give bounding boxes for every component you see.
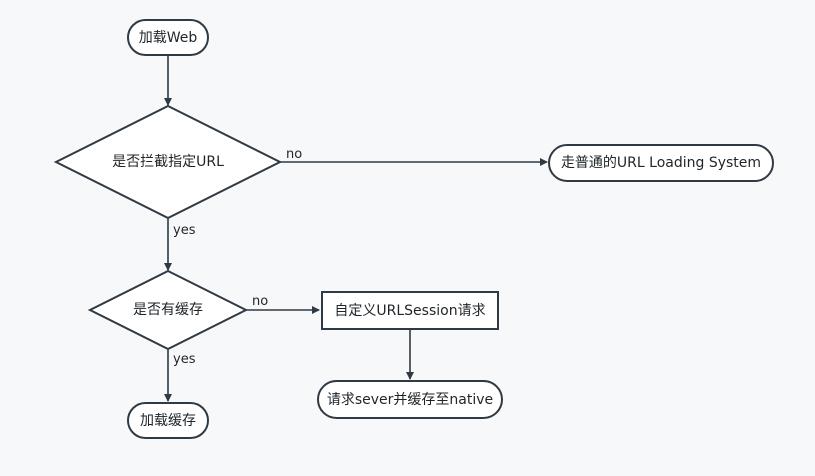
node-normal-loading xyxy=(548,144,774,182)
edge-cache-yes-label: yes xyxy=(173,352,196,367)
node-request-and-cache xyxy=(317,380,503,419)
node-load-cache xyxy=(127,402,209,439)
node-load-web-label: 加载Web xyxy=(138,30,198,46)
node-cache-check-label: 是否有缓存 xyxy=(133,302,203,318)
node-custom-request xyxy=(321,291,499,330)
node-normal-loading-label: 走普通的URL Loading System xyxy=(560,155,762,171)
edge-intercept-yes-label: yes xyxy=(173,223,196,238)
node-request-and-cache-label: 请求sever并缓存至native xyxy=(326,392,494,408)
edge-intercept-no-label: no xyxy=(286,147,303,162)
edge-cache-no-label: no xyxy=(252,294,269,309)
node-intercept-check-label: 是否拦截指定URL xyxy=(112,154,224,170)
node-intercept-check xyxy=(53,104,283,220)
node-load-cache-label: 加载缓存 xyxy=(140,413,196,429)
node-custom-request-label: 自定义URLSession请求 xyxy=(334,303,486,319)
node-load-web xyxy=(127,19,209,56)
node-cache-check xyxy=(87,269,249,351)
